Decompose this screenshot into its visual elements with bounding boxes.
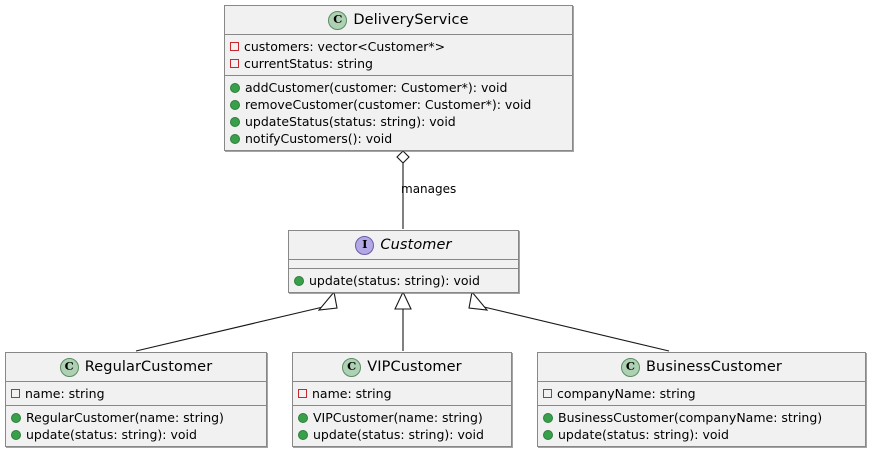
aggregation-diamond <box>396 150 410 164</box>
methods-compartment-customer: update(status: string): void <box>289 268 518 292</box>
attribute-row: name: string <box>298 385 506 402</box>
attributes-compartment-delivery-service: customers: vector<Customer*> currentStat… <box>225 34 572 75</box>
method-label: BusinessCustomer(companyName: string) <box>558 410 823 425</box>
method-row: update(status: string): void <box>294 272 513 289</box>
public-marker-icon <box>543 412 553 423</box>
attributes-compartment-vip-customer: name: string <box>293 381 511 405</box>
interface-title-customer: I Customer <box>289 231 518 259</box>
method-label: RegularCustomer(name: string) <box>26 410 224 425</box>
methods-compartment-delivery-service: addCustomer(customer: Customer*): void r… <box>225 75 572 150</box>
public-marker-icon <box>11 429 21 440</box>
public-marker-icon <box>230 133 240 144</box>
method-row: addCustomer(customer: Customer*): void <box>230 79 567 96</box>
edge-business-inherits <box>468 290 670 352</box>
class-title-regular-customer: C RegularCustomer <box>6 353 266 381</box>
public-marker-icon <box>11 412 21 423</box>
attribute-row: name: string <box>11 385 261 402</box>
method-row: BusinessCustomer(companyName: string) <box>543 409 860 426</box>
attribute-row: currentStatus: string <box>230 55 567 72</box>
class-icon: C <box>621 357 640 377</box>
class-box-vip-customer[interactable]: C VIPCustomer name: string VIPCustomer(n… <box>292 352 512 447</box>
private-marker-icon <box>230 42 239 51</box>
method-row: notifyCustomers(): void <box>230 130 567 147</box>
attribute-label: currentStatus: string <box>244 56 373 71</box>
attribute-label: name: string <box>25 386 105 401</box>
public-marker-icon <box>298 412 308 423</box>
class-box-business-customer[interactable]: C BusinessCustomer companyName: string B… <box>537 352 866 447</box>
public-marker-icon <box>298 429 308 440</box>
inheritance-triangle-vip <box>394 290 412 310</box>
private-marker-icon <box>11 389 20 398</box>
class-title-vip-customer: C VIPCustomer <box>293 353 511 381</box>
edge-vip-inherits <box>394 290 412 351</box>
public-marker-icon <box>230 82 240 93</box>
class-icon: C <box>59 357 79 377</box>
private-marker-icon <box>230 59 239 68</box>
method-row: update(status: string): void <box>298 426 506 443</box>
interface-box-customer[interactable]: I Customer update(status: string): void <box>288 230 519 293</box>
method-row: VIPCustomer(name: string) <box>298 409 506 426</box>
method-label: notifyCustomers(): void <box>245 131 393 146</box>
method-row: removeCustomer(customer: Customer*): voi… <box>230 96 567 113</box>
method-label: VIPCustomer(name: string) <box>313 410 483 425</box>
interface-icon: I <box>355 235 375 255</box>
attributes-compartment-business-customer: companyName: string <box>538 381 865 405</box>
method-label: updateStatus(status: string): void <box>245 114 456 129</box>
method-label: update(status: string): void <box>313 427 484 442</box>
methods-compartment-business-customer: BusinessCustomer(companyName: string) up… <box>538 405 865 446</box>
method-label: update(status: string): void <box>309 273 480 288</box>
method-label: removeCustomer(customer: Customer*): voi… <box>245 97 532 112</box>
public-marker-icon <box>230 99 240 110</box>
class-title-delivery-service: C DeliveryService <box>225 6 572 34</box>
method-label: addCustomer(customer: Customer*): void <box>245 80 508 95</box>
class-box-delivery-service[interactable]: C DeliveryService customers: vector<Cust… <box>224 5 573 151</box>
method-label: update(status: string): void <box>558 427 729 442</box>
public-marker-icon <box>543 429 553 440</box>
method-label: update(status: string): void <box>26 427 197 442</box>
class-icon: C <box>342 357 362 377</box>
method-row: update(status: string): void <box>543 426 860 443</box>
private-marker-icon <box>298 389 307 398</box>
inheritance-triangle-regular <box>317 290 338 311</box>
class-name-label: DeliveryService <box>353 12 469 28</box>
class-name-label: RegularCustomer <box>84 359 213 375</box>
attribute-row: companyName: string <box>543 385 860 402</box>
inheritance-triangle-business <box>468 290 489 311</box>
interface-name-label: Customer <box>380 237 452 253</box>
public-marker-icon <box>230 116 240 127</box>
private-marker-icon <box>543 389 552 398</box>
class-name-label: VIPCustomer <box>367 359 462 375</box>
attribute-label: name: string <box>312 386 392 401</box>
method-row: updateStatus(status: string): void <box>230 113 567 130</box>
method-row: update(status: string): void <box>11 426 261 443</box>
attribute-row: customers: vector<Customer*> <box>230 38 567 55</box>
edge-label-manages: manages <box>401 182 457 196</box>
attribute-label: companyName: string <box>557 386 696 401</box>
methods-compartment-regular-customer: RegularCustomer(name: string) update(sta… <box>6 405 266 446</box>
methods-compartment-vip-customer: VIPCustomer(name: string) update(status:… <box>293 405 511 446</box>
class-box-regular-customer[interactable]: C RegularCustomer name: string RegularCu… <box>5 352 267 447</box>
class-name-label: BusinessCustomer <box>646 359 782 375</box>
edge-regular-inherits <box>135 290 338 352</box>
method-row: RegularCustomer(name: string) <box>11 409 261 426</box>
attributes-compartment-customer <box>289 259 518 268</box>
public-marker-icon <box>294 275 304 286</box>
class-title-business-customer: C BusinessCustomer <box>538 353 865 381</box>
attributes-compartment-regular-customer: name: string <box>6 381 266 405</box>
attribute-label: customers: vector<Customer*> <box>244 39 446 54</box>
class-icon: C <box>328 10 348 30</box>
